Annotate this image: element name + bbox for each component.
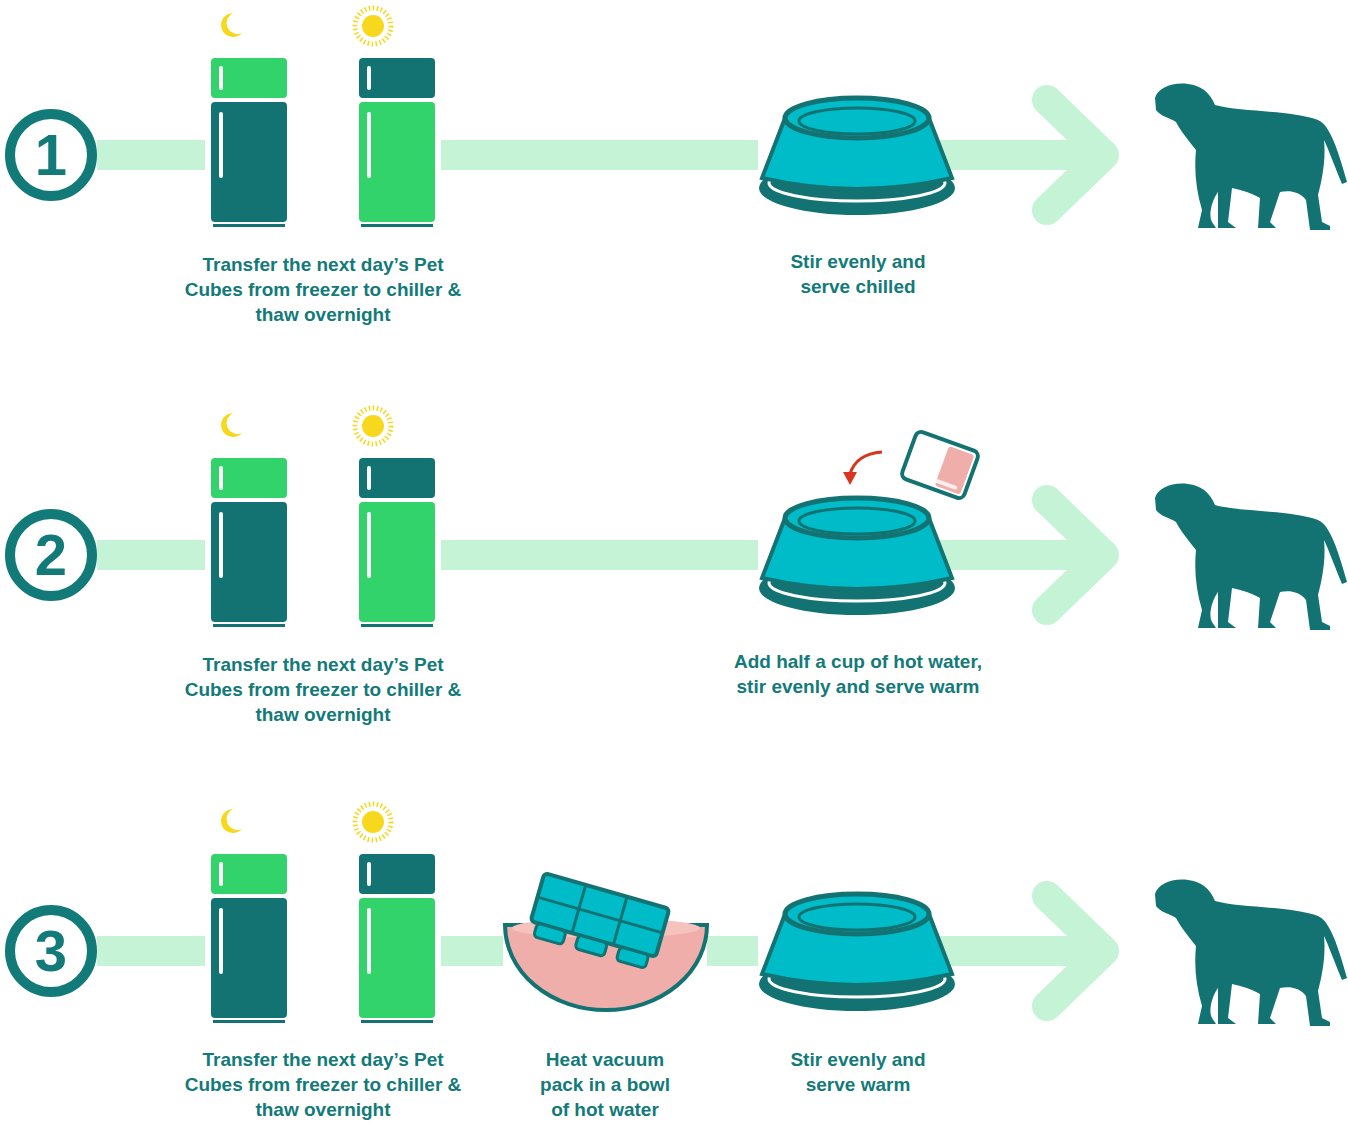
- heat-step: Heat vacuum pack in a bowl of hot water: [503, 878, 707, 1010]
- caption-block: Add half a cup of hot water, stir evenly…: [721, 649, 996, 699]
- step-number: 1: [35, 126, 67, 184]
- step-caption: Transfer the next day’s Pet Cubes from f…: [183, 652, 463, 727]
- flow-band: [441, 540, 758, 570]
- fridge-pair: [211, 804, 435, 1023]
- serve-step: Add half a cup of hot water, stir evenly…: [758, 495, 958, 617]
- caption-block: Heat vacuum pack in a bowl of hot water: [530, 1047, 680, 1122]
- dog-bowl: [759, 498, 955, 615]
- step-caption: Transfer the next day’s Pet Cubes from f…: [183, 1047, 463, 1122]
- thaw-step: Transfer the next day’s Pet Cubes from f…: [205, 848, 441, 1024]
- hot-water-bowl: [505, 873, 707, 1010]
- serve-step: Stir evenly and serve chilled: [758, 95, 958, 217]
- step-caption: Transfer the next day’s Pet Cubes from f…: [183, 252, 463, 327]
- step-caption: Stir evenly and serve chilled: [773, 249, 943, 299]
- caption-block: Transfer the next day’s Pet Cubes from f…: [183, 652, 463, 727]
- dog-silhouette: [1155, 880, 1347, 1026]
- step-caption: Heat vacuum pack in a bowl of hot water: [530, 1047, 680, 1122]
- caption-block: Stir evenly and serve warm: [773, 1047, 943, 1097]
- step-caption: Add half a cup of hot water, stir evenly…: [721, 649, 996, 699]
- step-number-circle: 2: [5, 509, 97, 601]
- caption-block: Transfer the next day’s Pet Cubes from f…: [183, 1047, 463, 1122]
- fridge-pair: [211, 8, 435, 227]
- dog-bowl: [759, 98, 955, 215]
- thaw-step: Transfer the next day’s Pet Cubes from f…: [205, 52, 441, 228]
- step-number-circle: 3: [5, 905, 97, 997]
- step-number: 3: [35, 922, 67, 980]
- water-glass: [843, 430, 980, 500]
- flow-band: [97, 540, 205, 570]
- step-caption: Stir evenly and serve warm: [773, 1047, 943, 1097]
- flow-band: [97, 936, 205, 966]
- dog-silhouette: [1155, 84, 1347, 230]
- caption-block: Transfer the next day’s Pet Cubes from f…: [183, 252, 463, 327]
- serve-step: Stir evenly and serve warm: [758, 891, 958, 1013]
- caption-block: Stir evenly and serve chilled: [773, 249, 943, 299]
- flow-band: [441, 936, 503, 966]
- dog-bowl: [759, 894, 955, 1011]
- flow-band: [97, 140, 205, 170]
- dog-silhouette: [1155, 484, 1347, 630]
- flow-band: [707, 936, 758, 966]
- flow-band: [441, 140, 758, 170]
- step-number: 2: [35, 526, 67, 584]
- step-number-circle: 1: [5, 109, 97, 201]
- thaw-step: Transfer the next day’s Pet Cubes from f…: [205, 452, 441, 628]
- fridge-pair: [211, 408, 435, 627]
